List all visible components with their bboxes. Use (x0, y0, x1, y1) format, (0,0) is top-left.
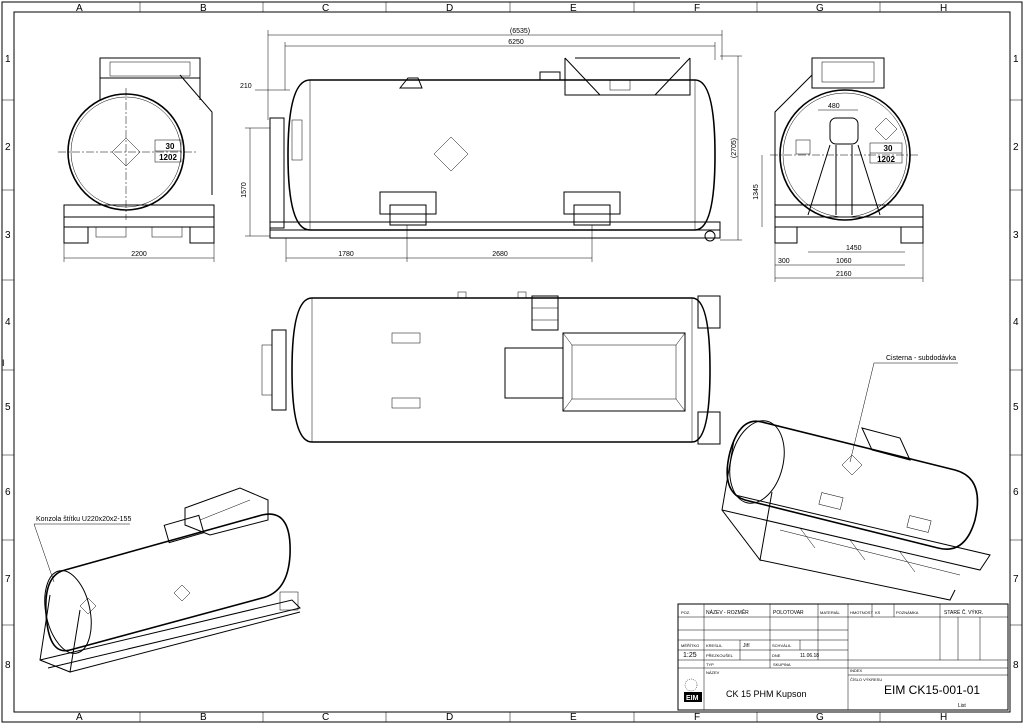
placard-un-number: 1202 (159, 153, 177, 162)
col-label: H (940, 712, 947, 723)
row-label: 2 (5, 142, 11, 153)
dim-body-length: 6250 (508, 39, 524, 46)
column-labels-bottom: A B C D E F G H (76, 712, 947, 723)
dim-300: 300 (778, 258, 790, 265)
tb-scale-label: MĚŘÍTKO (681, 643, 699, 648)
tb-name-header: NÁZEV - ROZMĚR (706, 608, 749, 616)
tb-note-header: POZNÁMKA (896, 610, 919, 615)
col-label: C (322, 3, 329, 14)
tb-drawing-title: CK 15 PHM Kupson (726, 689, 807, 699)
dim-2160: 2160 (836, 271, 852, 278)
tb-type-label: TYP (706, 662, 714, 667)
col-label: H (940, 3, 947, 14)
tb-group-label: SKUPINA (773, 662, 791, 667)
tb-index-label: INDEX (850, 668, 863, 673)
logo-text: EIM (686, 695, 699, 702)
row-label: 5 (5, 402, 11, 413)
dim-height: (2705) (731, 138, 738, 158)
row-label: 8 (5, 660, 11, 671)
dim-1570: 1570 (241, 182, 248, 198)
tb-drew-value: Jiří (743, 643, 750, 649)
row-label: 2 (1013, 142, 1019, 153)
tb-checked-label: PŘEZKOUŠEL (706, 653, 734, 658)
col-label: F (694, 712, 700, 723)
row-label: 4 (5, 317, 11, 328)
top-view (261, 291, 721, 445)
eim-logo: EIM (684, 678, 702, 702)
col-label: C (322, 712, 329, 723)
row-labels-right: 1 2 3 4 5 6 7 8 (1013, 54, 1019, 671)
col-label: E (570, 3, 577, 14)
row-label: 1 (1013, 54, 1019, 65)
tb-pos-header: POZ. (681, 610, 690, 615)
col-label: G (816, 3, 824, 14)
tank-callout: Cisterna - subdodávka (886, 355, 956, 362)
dim-1345: 1345 (753, 184, 760, 200)
row-label: 6 (1013, 487, 1019, 498)
col-label: E (570, 712, 577, 723)
isometric-view-left: Konzola štítku U220x20x2-155 (33, 487, 301, 673)
tb-date-label: DNE (772, 653, 781, 658)
tb-title-label: NÁZEV (706, 670, 720, 675)
col-label: F (694, 3, 700, 14)
dim-1060: 1060 (836, 258, 852, 265)
placard-hazard-number-right: 30 (884, 144, 893, 153)
dim-overall-length: (6535) (510, 28, 530, 35)
tb-number-label: ČÍSLO VÝKRESU (850, 677, 882, 682)
tb-drawing-number: EIM CK15-001-01 (884, 683, 980, 697)
col-label: G (816, 712, 824, 723)
row-label: 6 (5, 487, 11, 498)
col-label: B (200, 3, 207, 14)
row-label: 8 (1013, 660, 1019, 671)
col-label: A (76, 712, 83, 723)
col-label: B (200, 712, 207, 723)
tb-sheet: List (958, 703, 966, 709)
col-label: A (76, 3, 83, 14)
isometric-view-right: Cisterna - subdodávka (721, 355, 991, 601)
tb-qty-header: KS (875, 610, 881, 615)
placard-un-number-right: 1202 (877, 155, 895, 164)
left-mark: I (2, 358, 5, 368)
tb-material-header: MATERIÁL (820, 610, 840, 615)
tb-approved-label: SCHVÁLIL (772, 643, 792, 648)
row-label: 1 (5, 54, 11, 65)
row-label: 7 (5, 574, 11, 585)
tb-date-value: 11.06.18 (800, 653, 819, 659)
dim-480: 480 (828, 103, 840, 110)
dim-210: 210 (240, 83, 252, 90)
dim-2680: 2680 (492, 251, 508, 258)
row-label: 3 (1013, 230, 1019, 241)
dim-2200: 2200 (131, 251, 147, 258)
column-labels-top: A B C D E F G H (76, 3, 947, 14)
side-view: (6535) 6250 210 1780 26 (240, 28, 742, 262)
bracket-callout: Konzola štítku U220x20x2-155 (36, 516, 131, 523)
tb-semi-header: POLOTOVAR (773, 610, 804, 616)
tb-drew-label: KRESLIL (706, 643, 723, 648)
col-label: D (446, 3, 453, 14)
placard-hazard-number: 30 (166, 142, 175, 151)
row-label: 3 (5, 230, 11, 241)
tb-scale-value: 1:25 (683, 652, 697, 659)
tb-mass-header: HMOTNOST (850, 610, 873, 615)
row-label: 4 (1013, 317, 1019, 328)
row-label: 5 (1013, 402, 1019, 413)
inner-border (13, 11, 1011, 713)
end-view-left: 30 1202 2200 (58, 57, 215, 262)
end-view-right: 30 1202 480 1345 1450 300 1060 2160 (753, 57, 924, 282)
row-label: 7 (1013, 574, 1019, 585)
title-block: POZ. NÁZEV - ROZMĚR POLOTOVAR MATERIÁL H… (677, 603, 1009, 711)
col-label: D (446, 712, 453, 723)
tb-old-number-header: STARÉ Č. VÝKR. (944, 609, 983, 616)
row-labels-left: 1 2 3 4 5 6 7 8 I (2, 54, 11, 671)
dim-1780: 1780 (338, 251, 354, 258)
dim-1450: 1450 (846, 245, 862, 252)
